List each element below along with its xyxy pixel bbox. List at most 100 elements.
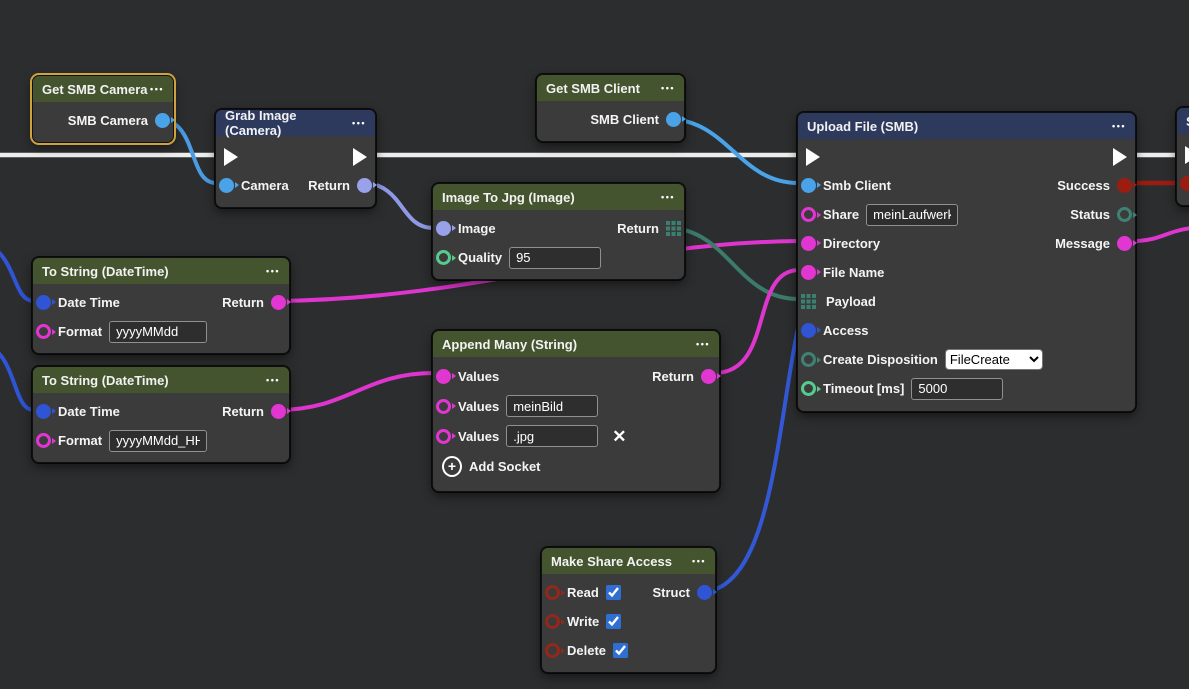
share-field[interactable] — [866, 203, 959, 226]
return-output-port[interactable] — [701, 368, 721, 384]
ellipsis-icon[interactable]: ••• — [266, 266, 280, 276]
port-label: Timeout [ms] — [823, 381, 905, 396]
port-row: Values Return — [433, 361, 721, 391]
write-input-port[interactable] — [545, 614, 565, 629]
ellipsis-icon[interactable]: ••• — [266, 375, 280, 385]
node-grab-image[interactable]: Grab Image (Camera) ••• Camera Return — [215, 108, 377, 208]
port-row: Write — [542, 607, 715, 636]
values-input-port-1[interactable] — [436, 368, 456, 384]
read-input-port[interactable] — [545, 585, 565, 600]
node-get-smb-camera[interactable]: Get SMB Camera ••• SMB Camera — [32, 75, 175, 143]
port-row: Share Status — [798, 200, 1137, 229]
exec-in-icon[interactable] — [224, 147, 238, 166]
exec-in-icon[interactable] — [1185, 145, 1189, 164]
camera-input-port[interactable] — [219, 178, 239, 193]
share-input-port[interactable] — [801, 207, 821, 222]
node-partial-right[interactable]: S — [1176, 107, 1189, 206]
timeout-field[interactable] — [911, 377, 1004, 400]
exec-row — [798, 142, 1135, 171]
node-header[interactable]: To String (DateTime) ••• — [33, 258, 289, 284]
node-header[interactable]: To String (DateTime) ••• — [33, 367, 289, 393]
node-header[interactable]: Get SMB Camera ••• — [33, 76, 173, 102]
port-label: File Name — [823, 265, 885, 280]
port-label: Status — [1070, 207, 1110, 222]
exec-out-icon[interactable] — [1113, 147, 1127, 166]
node-to-string-2[interactable]: To String (DateTime) ••• Date Time Retur… — [32, 366, 291, 463]
read-checkbox[interactable] — [605, 585, 621, 600]
ellipsis-icon[interactable]: ••• — [661, 192, 675, 202]
exec-out-icon[interactable] — [353, 147, 367, 166]
node-upload-file[interactable]: Upload File (SMB) ••• Smb Client Success… — [797, 112, 1137, 412]
port-row: Delete — [542, 636, 715, 665]
node-title: S — [1186, 114, 1189, 129]
ellipsis-icon[interactable]: ••• — [352, 118, 366, 128]
delete-input-port[interactable] — [545, 643, 565, 658]
remove-socket-icon[interactable]: ✕ — [612, 426, 627, 446]
timeout-input-port[interactable] — [801, 381, 821, 396]
port-label: Format — [58, 324, 103, 339]
values-input-port-3[interactable] — [436, 428, 456, 444]
format-field[interactable] — [109, 429, 208, 452]
node-title: To String (DateTime) — [42, 263, 169, 279]
port-label: Payload — [826, 294, 876, 309]
write-checkbox[interactable] — [606, 614, 622, 629]
message-output-port[interactable] — [1117, 236, 1137, 251]
port-label: Message — [1055, 236, 1110, 251]
struct-output-port[interactable] — [697, 585, 717, 600]
port-row: Read Struct — [542, 578, 717, 607]
return-output-port[interactable] — [271, 404, 291, 419]
port-row: File Name — [798, 258, 1135, 287]
node-make-share-access[interactable]: Make Share Access ••• Read Struct Write … — [541, 547, 717, 673]
format-input-port[interactable] — [36, 433, 56, 448]
create-disposition-select[interactable]: FileCreate — [944, 349, 1043, 370]
values-input-port-2[interactable] — [436, 398, 456, 414]
quality-input-port[interactable] — [436, 250, 456, 265]
node-append-many[interactable]: Append Many (String) ••• Values Return V… — [432, 330, 721, 492]
format-field[interactable] — [109, 320, 208, 343]
create-disposition-input-port[interactable] — [801, 352, 821, 367]
return-output-port[interactable] — [271, 295, 291, 310]
ellipsis-icon[interactable]: ••• — [1112, 121, 1126, 131]
directory-input-port[interactable] — [801, 236, 821, 251]
node-header[interactable]: Grab Image (Camera) ••• — [216, 108, 375, 138]
file-name-input-port[interactable] — [801, 265, 821, 280]
ellipsis-icon[interactable]: ••• — [150, 84, 164, 94]
image-input-port[interactable] — [436, 221, 456, 236]
node-to-string-1[interactable]: To String (DateTime) ••• Date Time Retur… — [32, 257, 291, 354]
exec-in-icon[interactable] — [806, 147, 820, 166]
access-input-port[interactable] — [801, 323, 821, 338]
date-time-input-port[interactable] — [36, 404, 56, 419]
node-header[interactable]: Append Many (String) ••• — [433, 331, 719, 357]
node-header[interactable]: Image To Jpg (Image) ••• — [433, 184, 684, 210]
ellipsis-icon[interactable]: ••• — [661, 83, 675, 93]
port-label: Values — [458, 368, 500, 384]
input-port[interactable] — [1180, 176, 1189, 191]
add-socket-button[interactable]: + Add Socket — [433, 451, 719, 481]
success-output-port[interactable] — [1117, 178, 1137, 193]
quality-field[interactable] — [509, 246, 602, 269]
node-header[interactable]: Make Share Access ••• — [542, 548, 715, 574]
values-field-3[interactable] — [506, 425, 599, 447]
node-header[interactable]: Upload File (SMB) ••• — [798, 113, 1135, 139]
smb-client-input-port[interactable] — [801, 178, 821, 193]
node-get-smb-client[interactable]: Get SMB Client ••• SMB Client — [536, 74, 686, 142]
port-row: Access — [798, 316, 1135, 345]
node-title: Make Share Access — [551, 553, 672, 569]
struct-grid-icon[interactable] — [801, 294, 816, 309]
values-field-2[interactable] — [506, 395, 599, 417]
node-header[interactable]: S — [1177, 108, 1189, 134]
ellipsis-icon[interactable]: ••• — [692, 556, 706, 566]
format-input-port[interactable] — [36, 324, 56, 339]
node-image-to-jpg[interactable]: Image To Jpg (Image) ••• Image Return Qu… — [432, 183, 685, 280]
date-time-input-port[interactable] — [36, 295, 56, 310]
smb-camera-output-port[interactable] — [155, 113, 175, 128]
return-output-port[interactable] — [357, 178, 377, 193]
smb-client-output-port[interactable] — [666, 112, 686, 127]
status-output-port[interactable] — [1117, 207, 1137, 222]
ellipsis-icon[interactable]: ••• — [696, 339, 710, 349]
node-title: Get SMB Client — [546, 80, 640, 96]
delete-checkbox[interactable] — [613, 643, 629, 658]
struct-grid-icon[interactable] — [666, 221, 681, 236]
node-header[interactable]: Get SMB Client ••• — [537, 75, 684, 101]
